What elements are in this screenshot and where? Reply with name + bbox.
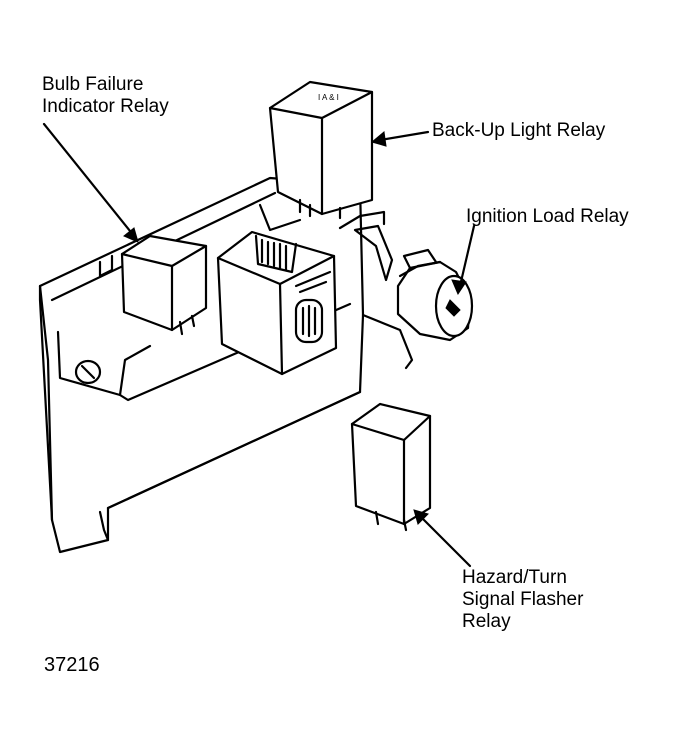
backup-light-relay: I A & I [268,80,374,220]
svg-text:I A & I: I A & I [318,93,339,102]
ignition-load-label: Ignition Load Relay [466,206,629,227]
ignition-load-relay [396,248,474,342]
hazard-flasher-relay [350,402,432,532]
figure-number: 37216 [44,654,100,676]
bulb-failure-relay [120,234,208,336]
bulb-failure-label: Bulb Failure Indicator Relay [42,74,169,117]
backup-light-label: Back-Up Light Relay [432,120,606,141]
hazard-flasher-label: Hazard/Turn Signal Flasher Relay [462,567,584,632]
central-module [216,230,338,376]
leader-arrows [42,122,476,568]
